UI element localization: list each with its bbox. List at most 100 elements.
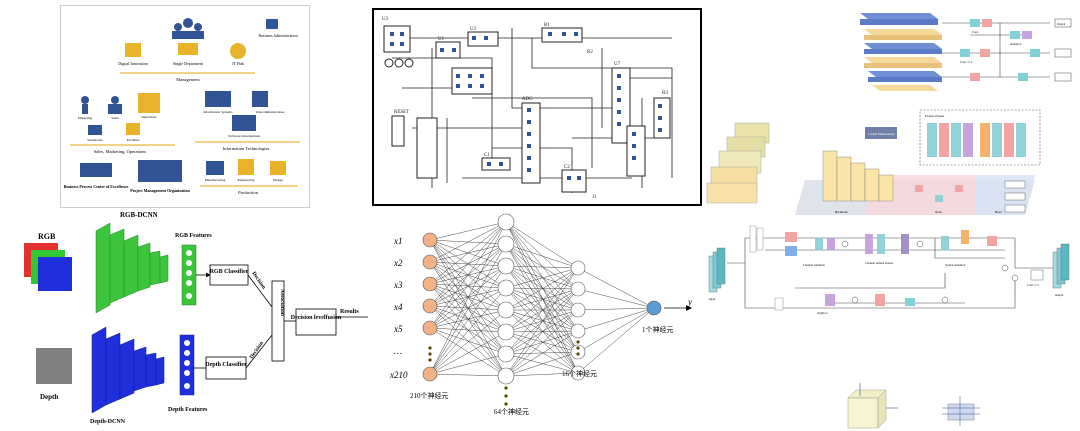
nn-input-labels: x1 x2 x3 x4 x5 … x210 [389, 236, 408, 380]
circuit-pads [390, 32, 662, 180]
depth-input-label: Depth [40, 393, 58, 401]
top-right2-label: IT Hub [232, 61, 244, 66]
nn-edge [429, 221, 507, 375]
layer-stack [860, 13, 942, 91]
nn-hidden1-node [497, 345, 515, 363]
nn-edge [505, 309, 579, 332]
nn-edge [429, 309, 507, 329]
context-block-label: Context Enhancement [868, 132, 895, 136]
arch-top-arrows [942, 22, 1050, 78]
nn-input-count-label: 210个神经元 [410, 391, 449, 400]
nn-edge [429, 353, 507, 375]
bpce-icon [80, 163, 112, 177]
nn-hidden2-node [570, 281, 586, 297]
nn-ellipsis-dot [428, 358, 432, 362]
feature-fusion-label: Feature Fusion [925, 114, 944, 118]
nn-hidden1-node [497, 367, 515, 385]
nn-edge [429, 265, 507, 375]
nn-edge [429, 327, 507, 333]
nn-edge [429, 221, 507, 285]
arch-top-panel: Conv Attention Output Conv 1×1 [850, 5, 1075, 100]
neural-network-diagram: x1 x2 x3 x4 x5 … x210 210个神经元 64个神经元 16个… [389, 213, 692, 416]
merge-nodes [841, 240, 1019, 304]
circuit-labels: U3 U1 U2 R1 R2 R3 C1 C2 RESET ADC U7 J1 [382, 17, 668, 200]
sales-title: Sales, Marketing, Operations [94, 149, 147, 155]
decision-label-2: Decision [249, 340, 265, 360]
arch-bottom-diagram: Input Channel Attention Spatial Attentio… [708, 225, 1070, 315]
circuit-label-u2: U2 [470, 27, 477, 32]
nn-hidden1-label: 64个神经元 [494, 407, 529, 416]
nn-edge [505, 331, 579, 353]
nn-edge [505, 221, 579, 353]
nn-hidden1-node [497, 301, 515, 319]
nn-input-x4: x4 [393, 302, 403, 312]
head-label: Head [995, 210, 1002, 214]
fusion-box [295, 308, 337, 336]
conv1x1-label: Conv 1×1 [1027, 283, 1039, 287]
nn-input-node [422, 366, 438, 382]
depth-classifier-box [205, 356, 247, 380]
nn-edge [505, 265, 579, 269]
prod-item-manufacturing: Manufacturing [205, 178, 226, 182]
arch-top-label-conv: Conv [972, 30, 979, 34]
nn-edge [429, 221, 507, 241]
spatial-attention-label: Spatial Attention [945, 263, 966, 267]
depth-dcnn-title: Depth-DCNN [90, 419, 126, 425]
avgpool-label: AvgPool [817, 311, 828, 315]
feature-map-stack [706, 122, 770, 204]
nn-edge [505, 267, 579, 333]
building-icon [125, 43, 141, 57]
nn-edge [505, 288, 579, 333]
nn-edge [505, 330, 579, 355]
nn-edge [505, 288, 579, 377]
bottom-cubes [847, 383, 980, 429]
nn-input-x1: x1 [393, 236, 403, 246]
it-item-infosys: Information Systems [203, 110, 233, 114]
org-chart-diagram: Single Department Digital Innovation IT … [60, 5, 310, 208]
nn-edge [505, 309, 579, 374]
nn-ellipsis-dot [428, 346, 432, 350]
nn-edge [505, 330, 579, 377]
rgb-dcnn-layers [95, 222, 169, 314]
sales-item-warehouse: Warehouse [87, 138, 103, 142]
nn-hidden2-node [570, 344, 586, 360]
nn-edge [505, 267, 579, 355]
nn-input-node [422, 276, 438, 292]
sales-item-facilities: Facilities [127, 138, 140, 142]
circuit-label-j1: J1 [592, 195, 597, 200]
association-label: Association [279, 289, 285, 316]
arch-mid-panel: Context Enhancement Backbone Neck Head F… [705, 105, 1045, 217]
nn-edge [505, 243, 579, 332]
arch-top-labels: Conv Attention Output Conv 1×1 [960, 22, 1066, 64]
sales-icons [81, 93, 160, 135]
nn-edge [505, 243, 579, 290]
nn-hidden2-node [570, 302, 586, 318]
results-label: Results [340, 309, 359, 315]
nn-edge [505, 267, 579, 289]
nn-edge [505, 265, 579, 311]
nn-edge [505, 243, 579, 311]
circuit-label-r2: R2 [587, 50, 593, 55]
production-icons [206, 159, 286, 175]
nn-edge [505, 288, 579, 355]
nn-input-ellipsis: … [394, 346, 402, 356]
nn-input-x5: x5 [393, 324, 403, 334]
depth-classifier-label: Depth Classifier [205, 362, 247, 368]
backbone-label: Backbone [835, 210, 848, 214]
nn-edge [505, 243, 579, 374]
nn-ellipsis-dot [576, 340, 580, 344]
nn-output-label: 1个神经元 [642, 325, 674, 334]
input-map [708, 247, 726, 293]
nn-edge [429, 221, 507, 329]
nn-edge [505, 353, 579, 374]
cube-left [847, 383, 898, 429]
nn-edge [505, 287, 579, 332]
nn-hidden2-node [570, 260, 586, 276]
nn-edge [577, 267, 655, 309]
nn-edge [577, 307, 655, 353]
attention-blocks [749, 225, 1044, 311]
depth-input-image [36, 348, 72, 384]
nn-output-node [646, 300, 662, 316]
nn-hidden1-node [497, 323, 515, 341]
circuit-label-adc: ADC [522, 97, 533, 102]
